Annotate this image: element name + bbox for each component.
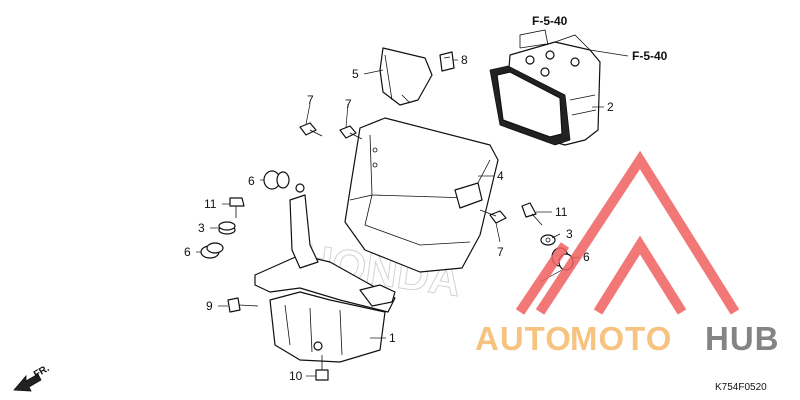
front-arrow-icon xyxy=(13,373,42,392)
reference-top: F-5-40 xyxy=(532,14,568,28)
watermark-text-auto: AUTO xyxy=(475,320,572,357)
part-8-clip xyxy=(439,51,455,72)
callout-labels: 1 2 3 3 4 5 6 6 6 7 7 7 8 9 10 11 11 F-5… xyxy=(184,14,668,383)
callout-5: 5 xyxy=(352,67,359,81)
callout-11-right: 11 xyxy=(555,205,568,219)
collar-3-right xyxy=(540,234,556,246)
bolt-9 xyxy=(227,297,259,313)
bolt-7-left xyxy=(299,122,323,137)
watermark-text-moto: MOTO xyxy=(570,320,672,357)
bolt-11-left xyxy=(229,197,245,218)
callout-9: 9 xyxy=(206,299,213,313)
bolt-7-right xyxy=(479,209,507,224)
part-4-tray xyxy=(344,117,499,273)
callout-7-right: 7 xyxy=(497,245,504,259)
callout-6-left: 6 xyxy=(184,245,191,259)
front-direction-indicator: FR. xyxy=(13,363,52,392)
callout-11-left: 11 xyxy=(204,197,217,211)
front-label: FR. xyxy=(32,363,52,381)
callout-7-left: 7 xyxy=(307,93,314,107)
callout-6-top: 6 xyxy=(248,174,255,188)
bolt-11-right xyxy=(521,202,543,226)
callout-4: 4 xyxy=(497,169,504,183)
callout-3-left: 3 xyxy=(198,221,205,235)
callout-7-center: 7 xyxy=(345,97,352,111)
watermark-triangle-icon xyxy=(515,150,740,315)
callout-8: 8 xyxy=(461,53,468,67)
watermark-text-hub: HUB xyxy=(705,320,780,357)
callout-6-right: 6 xyxy=(583,250,590,264)
part-2-modulator xyxy=(489,29,601,146)
part-1-bracket xyxy=(254,183,396,363)
callout-10: 10 xyxy=(289,369,303,383)
grommet-6-top xyxy=(263,170,290,190)
callout-1: 1 xyxy=(389,331,396,345)
collar-3-left xyxy=(218,221,236,235)
diagram-code: K754F0520 xyxy=(715,382,767,393)
bolt-10 xyxy=(315,355,329,381)
watermark-logo: AUTO MOTO HUB xyxy=(475,150,780,357)
callout-2: 2 xyxy=(607,100,614,114)
callout-3-right: 3 xyxy=(566,227,573,241)
grommet-6-left xyxy=(200,242,224,259)
bolt-7-center xyxy=(339,125,363,140)
reference-right: F-5-40 xyxy=(632,49,668,63)
part-5-cover xyxy=(379,47,433,106)
